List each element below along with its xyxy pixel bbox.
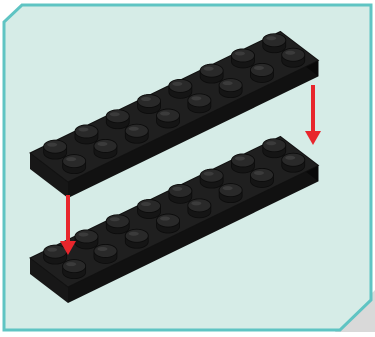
stud [94, 244, 117, 263]
stud [282, 48, 305, 67]
stud [219, 184, 242, 203]
stud [106, 110, 129, 129]
stud [63, 155, 86, 174]
stud [188, 199, 211, 218]
stud [200, 169, 223, 188]
stud [125, 124, 148, 143]
stud [250, 63, 273, 82]
stud [219, 79, 242, 98]
stud [157, 214, 180, 233]
stud [250, 168, 273, 187]
stud [125, 229, 148, 248]
stud [231, 49, 254, 68]
stud [231, 154, 254, 173]
stud [188, 94, 211, 113]
stud [157, 109, 180, 128]
stud [75, 125, 98, 144]
stud [138, 200, 161, 219]
stud [263, 34, 286, 53]
stud [138, 95, 161, 114]
stud [169, 184, 192, 203]
stud [75, 230, 98, 249]
stud [282, 153, 305, 172]
stud [44, 245, 67, 264]
stud [63, 260, 86, 279]
stud [169, 79, 192, 98]
stud [44, 140, 67, 159]
stud [94, 139, 117, 158]
stud [200, 64, 223, 83]
stud [263, 139, 286, 158]
stud [106, 215, 129, 234]
